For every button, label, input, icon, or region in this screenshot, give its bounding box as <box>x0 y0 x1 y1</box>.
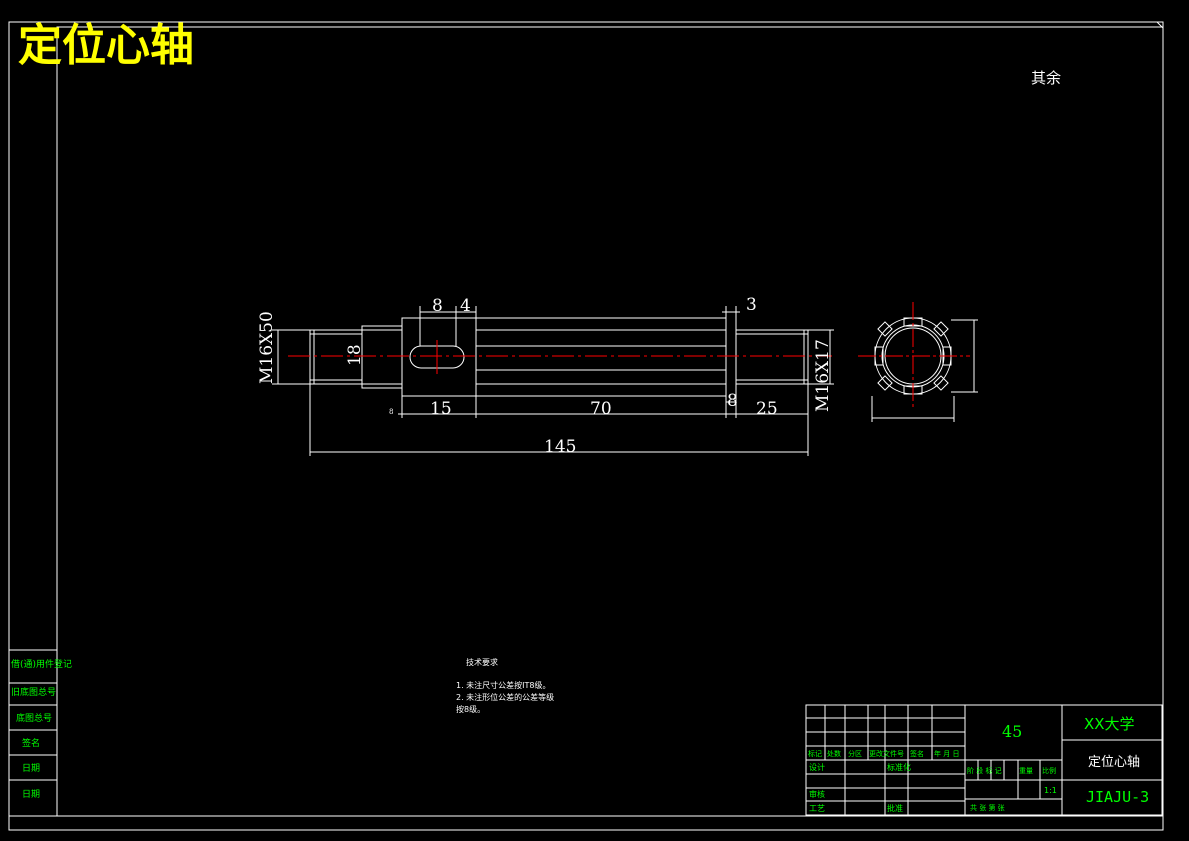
tb-craft: 工艺 <box>809 804 825 813</box>
strip-cell-2: 旧底图总号 <box>11 686 56 698</box>
dim-left-small: 8 <box>389 408 393 416</box>
dim-4: 4 <box>460 296 471 316</box>
dim-15: 15 <box>430 399 452 419</box>
tb-drawing-no: JIAJU-3 <box>1086 788 1149 806</box>
tb-standardization: 标准化 <box>887 762 911 772</box>
shaft-right-thread <box>735 329 809 385</box>
tb-h-sign: 签名 <box>910 749 924 758</box>
tb-school: XX大学 <box>1084 715 1135 733</box>
dim-dia-18: 18 <box>345 344 365 366</box>
dim-25: 25 <box>756 399 778 419</box>
shaft-side-view <box>871 317 978 422</box>
tech-req-title: 技术要求 <box>466 657 498 667</box>
left-strip-grid <box>8 649 58 817</box>
tb-scale: 1:1 <box>1044 786 1057 795</box>
tb-scale-label: 比例 <box>1042 766 1056 775</box>
strip-cell-1: 借(通)用件登记 <box>11 658 72 670</box>
strip-cell-5: 日期 <box>22 763 40 774</box>
tb-h-change: 更改文件号 <box>869 749 904 758</box>
outer-border <box>8 21 1164 831</box>
dim-70: 70 <box>590 399 612 419</box>
tb-material: 45 <box>1002 722 1022 741</box>
dim-thread-left: M16X50 <box>257 311 277 384</box>
tb-part-name: 定位心轴 <box>1088 755 1140 770</box>
corner-mark <box>1156 21 1164 29</box>
dim-145: 145 <box>544 437 576 457</box>
dimension-lines <box>272 306 834 456</box>
strip-cell-4: 签名 <box>22 737 40 749</box>
dim-8: 8 <box>432 296 443 316</box>
tech-req-line1: 1. 未注尺寸公差按IT8级。 <box>456 680 551 690</box>
shaft-front-view <box>309 311 809 403</box>
tb-weight-label: 重量 <box>1019 767 1033 775</box>
strip-cell-6: 日期 <box>22 789 40 800</box>
tb-h-count: 处数 <box>827 749 841 758</box>
tb-h-zone: 分区 <box>848 749 862 758</box>
tb-h-mark: 标记 <box>808 749 822 758</box>
tb-h-date: 年 月 日 <box>934 749 959 758</box>
dim-8b: 8 <box>727 391 738 411</box>
tb-stage-label: 阶 段 标 记 <box>967 766 1002 775</box>
dim-thread-right: M16X17 <box>813 339 833 412</box>
shaft-dia18-section <box>361 325 403 389</box>
shaft-shoulder <box>725 311 737 403</box>
roughness-note: 其余 <box>1031 69 1061 87</box>
inner-border <box>56 26 1164 817</box>
dim-3: 3 <box>746 295 757 315</box>
tb-approve: 批准 <box>887 803 903 813</box>
title-block-grid <box>805 704 1163 816</box>
tech-req-line3: 按8级。 <box>456 704 485 714</box>
tb-designer: 设计 <box>809 762 825 772</box>
tb-checker: 审核 <box>809 789 825 799</box>
tb-sheet-label: 共 张 第 张 <box>970 803 1005 812</box>
drawing-title: 定位心轴 <box>18 20 194 71</box>
shaft-keyway-section <box>401 317 477 397</box>
strip-cell-3: 底图总号 <box>16 712 52 724</box>
tech-req-line2: 2. 未注形位公差的公差等级 <box>456 692 554 702</box>
